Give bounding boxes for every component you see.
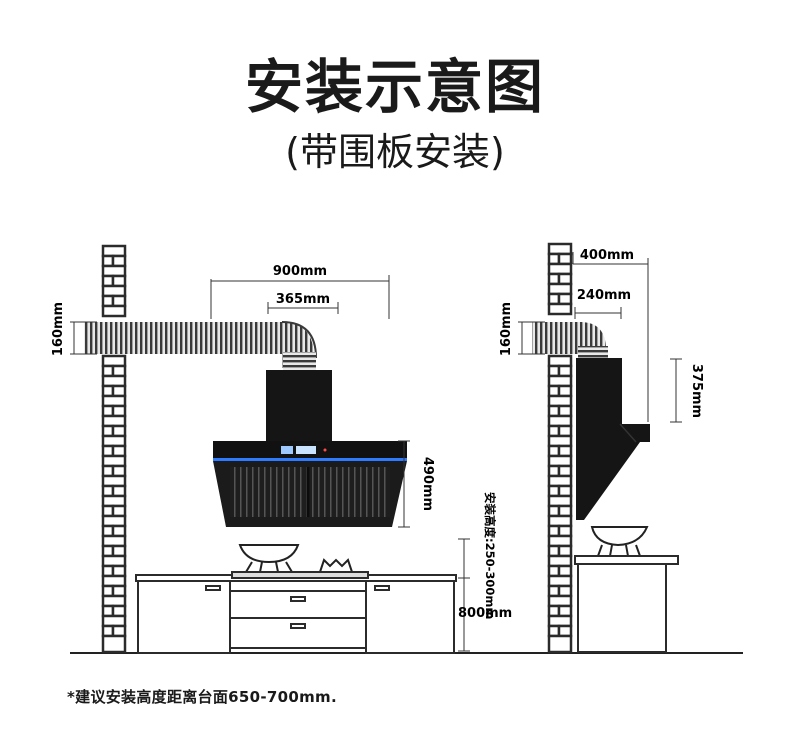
page-title: 安装示意图 bbox=[244, 53, 545, 121]
dim-490-line bbox=[398, 440, 410, 528]
side-brick-wall bbox=[547, 242, 573, 654]
dim-160-side-line bbox=[518, 321, 545, 355]
label-900mm: 900mm bbox=[273, 264, 327, 279]
label-365mm: 365mm bbox=[276, 292, 330, 307]
front-range-hood bbox=[213, 370, 407, 527]
dim-800-line bbox=[458, 577, 470, 652]
side-range-hood bbox=[576, 358, 650, 520]
dim-160-front-line bbox=[70, 321, 97, 355]
dim-install-line bbox=[458, 538, 470, 578]
front-brick-wall bbox=[101, 244, 127, 654]
dim-365-line bbox=[267, 302, 339, 314]
label-400mm: 400mm bbox=[580, 248, 634, 263]
page-subtitle: (带围板安装) bbox=[285, 130, 505, 174]
front-exhaust-duct bbox=[84, 321, 317, 370]
label-490mm: 490mm bbox=[420, 457, 435, 511]
dim-400-line bbox=[572, 252, 649, 422]
label-160mm-front: 160mm bbox=[51, 302, 66, 356]
front-wok bbox=[238, 544, 300, 573]
label-240mm: 240mm bbox=[577, 288, 631, 303]
label-375mm: 375mm bbox=[689, 364, 704, 418]
side-cabinet bbox=[574, 555, 679, 653]
label-install-height: 安装高度:250-300mm bbox=[483, 492, 497, 619]
front-cabinet bbox=[135, 571, 457, 654]
dim-240-line bbox=[574, 307, 622, 319]
install-note: *建议安装高度距离台面650-700mm. bbox=[67, 688, 337, 706]
side-exhaust-duct bbox=[532, 322, 608, 360]
front-burner-grate bbox=[319, 558, 353, 573]
label-160mm-side: 160mm bbox=[499, 302, 514, 356]
label-800mm: 800mm bbox=[458, 606, 512, 621]
dim-900-line bbox=[210, 275, 390, 319]
dim-375-line bbox=[670, 358, 682, 423]
side-wok bbox=[590, 526, 649, 557]
